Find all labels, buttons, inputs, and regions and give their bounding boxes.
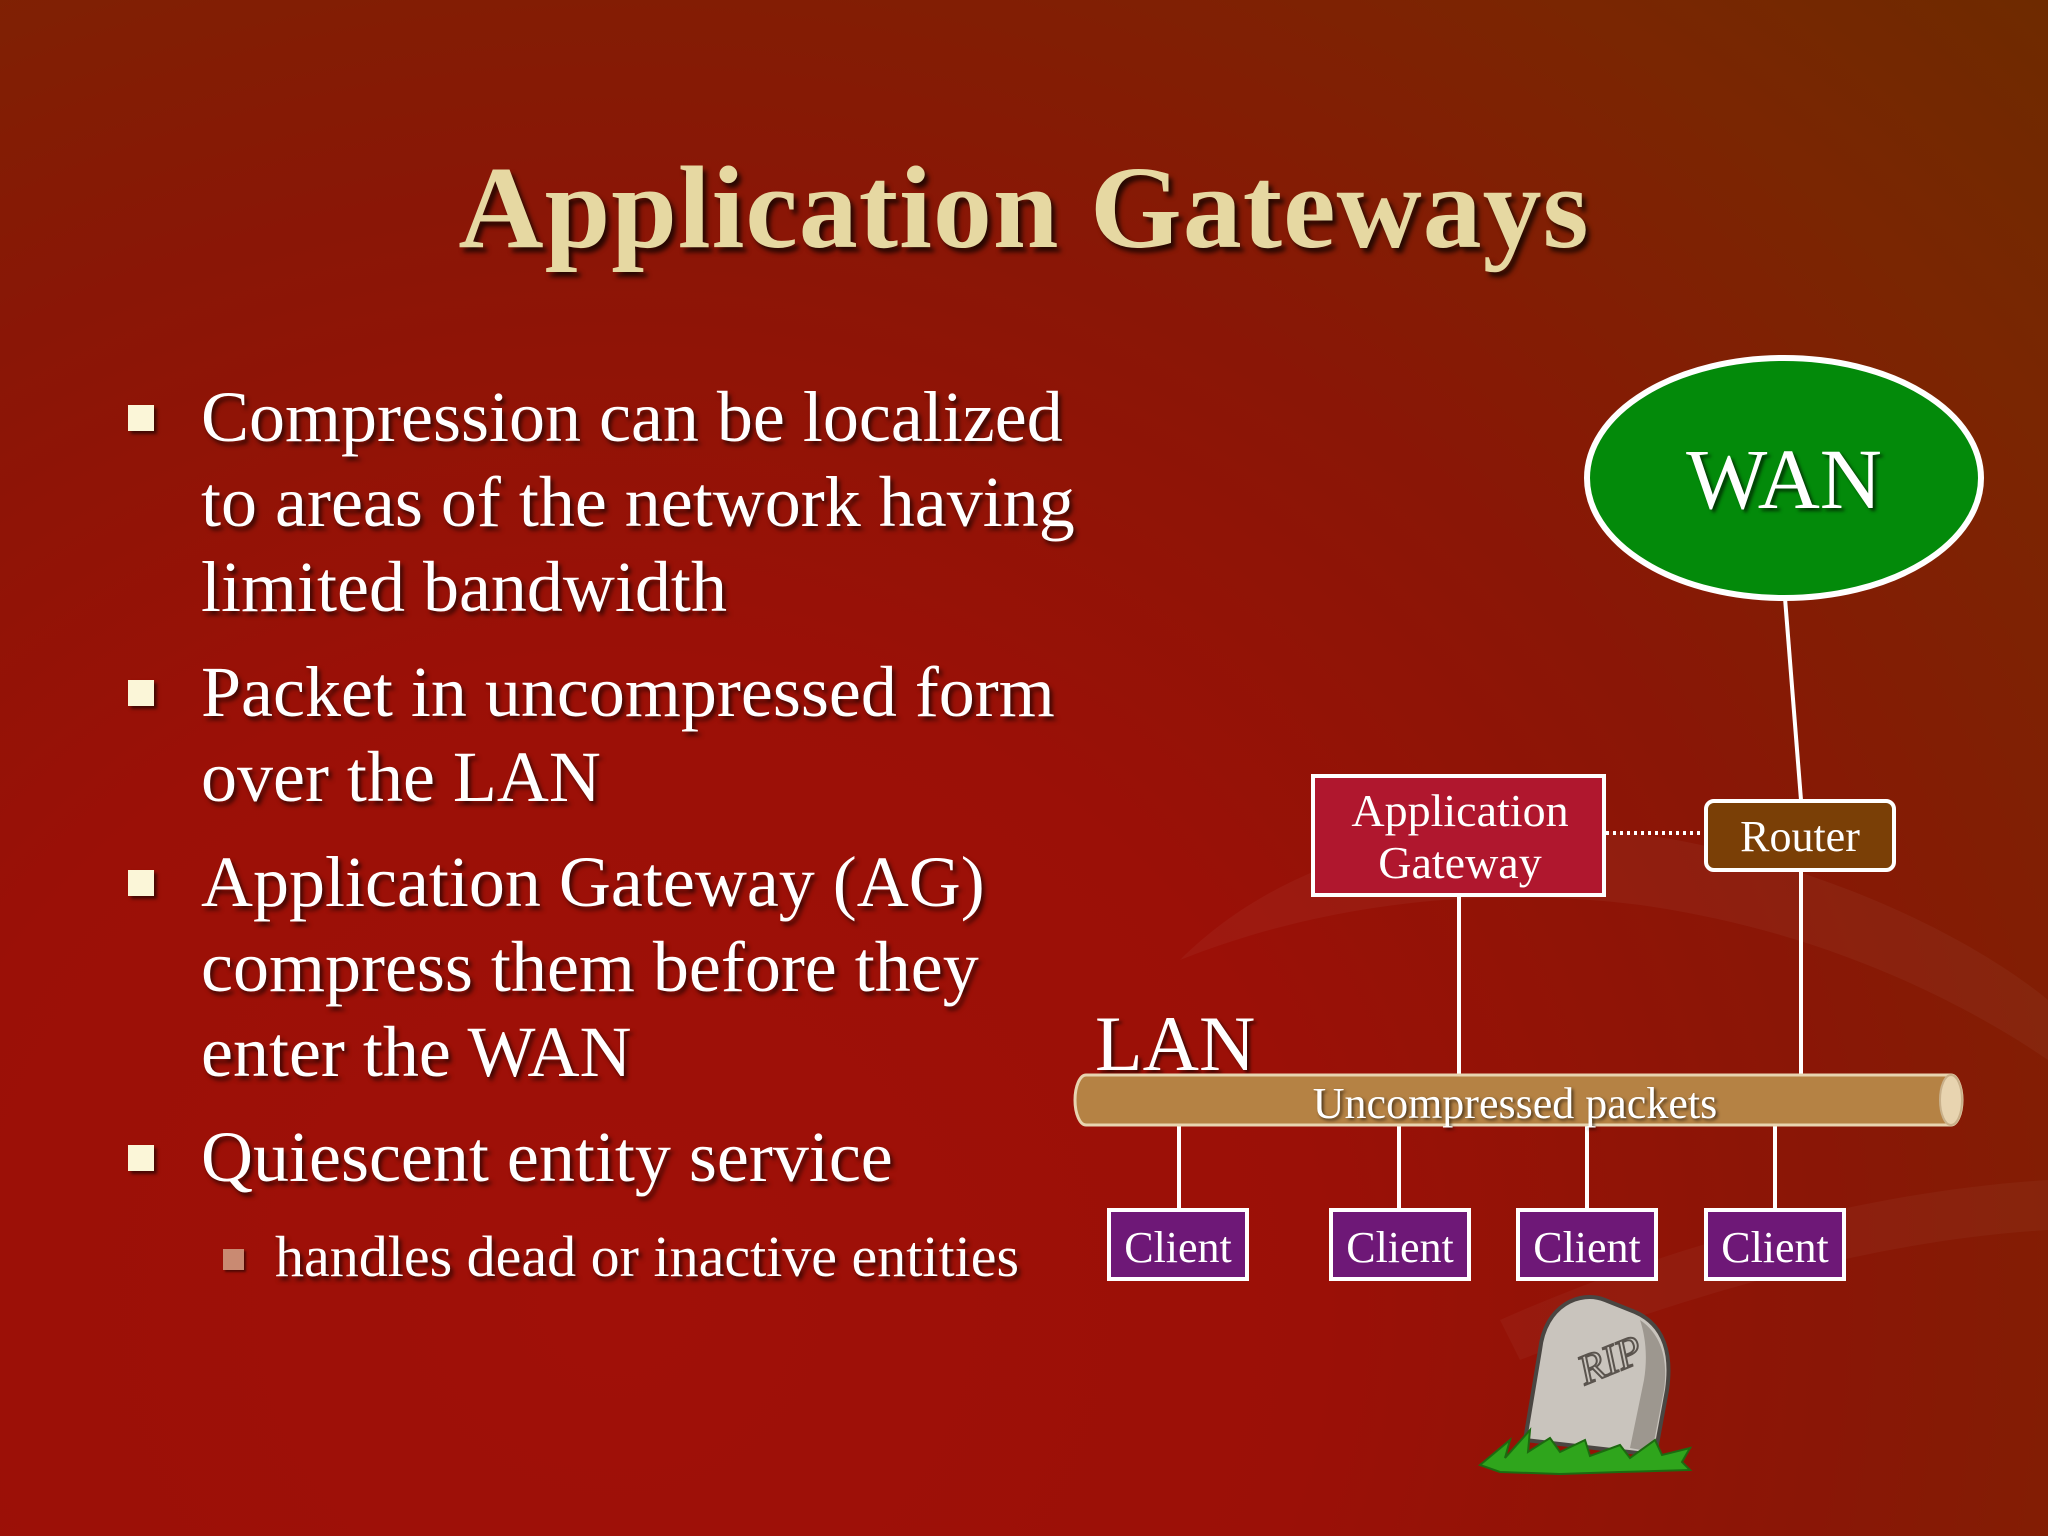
client-box — [1704, 1208, 1846, 1281]
sub-bullet-icon — [223, 1249, 244, 1270]
tombstone-stone — [1522, 1295, 1671, 1458]
square-bullet-icon — [128, 1145, 154, 1171]
bullet-item: Packet in uncompressed form over the LAN — [125, 650, 1075, 820]
gateway-label-line1: Application — [1351, 785, 1568, 836]
client-box — [1329, 1208, 1471, 1281]
client-box — [1516, 1208, 1658, 1281]
tombstone-icon: RIP — [1478, 1295, 1693, 1476]
client-node: Client — [1329, 1208, 1471, 1281]
sub-bullet-text: handles dead or inactive entities — [275, 1224, 1020, 1289]
tombstone-shadow — [1630, 1320, 1666, 1452]
router-label: Router — [1740, 812, 1860, 861]
client-label: Client — [1533, 1223, 1641, 1272]
client-node: Client — [1107, 1208, 1249, 1281]
client-label: Client — [1124, 1223, 1232, 1272]
router-box — [1704, 799, 1896, 872]
bullet-text: Compression can be localized to areas of… — [201, 377, 1075, 627]
slide-title: Application Gateways — [458, 142, 1590, 273]
client-box — [1107, 1208, 1249, 1281]
client-label: Client — [1721, 1223, 1829, 1272]
client-node: Client — [1516, 1208, 1658, 1281]
wan-node: WAN — [1584, 355, 1984, 601]
bullet-item: Quiescent entity service — [125, 1115, 1075, 1200]
client-node: Client — [1704, 1208, 1846, 1281]
sub-bullet-item: handles dead or inactive entities — [215, 1220, 1075, 1294]
bullet-text: Quiescent entity service — [201, 1117, 893, 1197]
lan-label: LAN — [1095, 1000, 1255, 1087]
wan-label: WAN — [1686, 431, 1882, 527]
lan-pipe: Uncompressed packets — [1073, 1073, 1964, 1128]
bullet-item: Application Gateway (AG) compress them b… — [125, 840, 1075, 1095]
application-gateway-node: Application Gateway — [1311, 774, 1606, 897]
square-bullet-icon — [128, 870, 154, 896]
gateway-label-line2: Gateway — [1378, 837, 1541, 888]
gateway-box — [1311, 774, 1606, 897]
bullet-text: Application Gateway (AG) compress them b… — [201, 842, 985, 1092]
pipe-label: Uncompressed packets — [1313, 1079, 1717, 1128]
square-bullet-icon — [128, 405, 154, 431]
square-bullet-icon — [128, 680, 154, 706]
bullet-item: Compression can be localized to areas of… — [125, 375, 1075, 630]
pipe-end-cap — [1939, 1074, 1963, 1126]
bullet-text: Packet in uncompressed form over the LAN — [201, 652, 1055, 817]
grass-icon — [1478, 1427, 1693, 1476]
wan-router-link — [1783, 597, 1803, 801]
client-label: Client — [1346, 1223, 1454, 1272]
bullet-list: Compression can be localized to areas of… — [125, 375, 1075, 1294]
wan-ellipse — [1584, 355, 1984, 601]
router-node: Router — [1704, 799, 1896, 872]
